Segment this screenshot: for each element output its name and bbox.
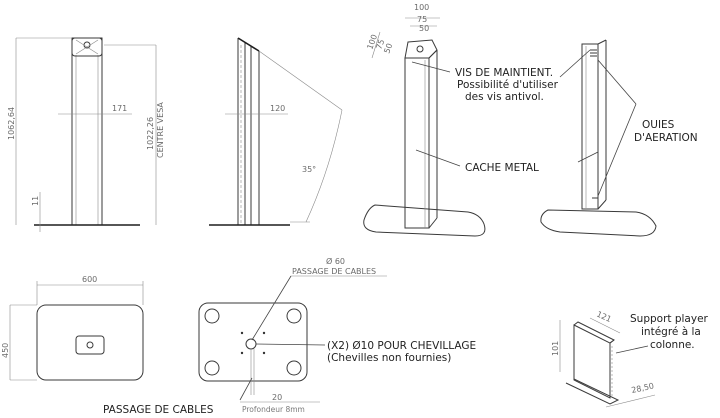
screw-label-3: des vis antivol. — [465, 91, 544, 103]
vesa-h-100: 100 — [414, 3, 429, 12]
vesa-center-label: CENTRE VESA — [156, 102, 165, 158]
base-top-view: 600 450 — [1, 275, 144, 381]
total-height-dim: 1062,64 — [7, 107, 16, 140]
screw-label-2: Possibilité d'utiliser — [457, 79, 559, 91]
base-depth-dim: 450 — [1, 343, 10, 358]
iso-back-view — [540, 39, 657, 237]
front-view: 1062,64 1022,26 CENTRE VESA 171 11 — [7, 37, 165, 232]
cover-label: CACHE METAL — [465, 162, 539, 174]
groove-depth-label: Profondeur 8mm — [242, 405, 305, 414]
vesa-height-dim: 1022,26 — [146, 117, 155, 150]
bracket-label-2: intégré à la — [641, 326, 701, 338]
base-width-dim: 600 — [82, 275, 97, 284]
column-depth-dim: 120 — [270, 104, 285, 113]
tilt-angle-dim: 35° — [302, 165, 316, 174]
iso-front-view: 100 75 50 100 75 50 — [363, 3, 486, 237]
bracket-height-dim: 101 — [551, 341, 560, 356]
anchor-label-1: (X2) Ø10 POUR CHEVILLAGE — [327, 340, 476, 352]
screw-label-1: VIS DE MAINTIENT. — [455, 67, 553, 79]
vent-label-2: D'AERATION — [634, 132, 698, 144]
vesa-v-75: 75 — [374, 38, 386, 51]
base-thickness-dim: 11 — [31, 196, 40, 206]
bracket-depth-dim: 28,50 — [631, 381, 655, 395]
groove-width-dim: 20 — [272, 393, 282, 402]
anchor-label-2: (Chevilles non fournies) — [327, 352, 451, 364]
column-width-dim: 171 — [112, 104, 127, 113]
side-view: 120 35° — [209, 37, 343, 226]
groove-label: PASSAGE DE CABLES — [103, 404, 214, 416]
vent-label-1: OUIES — [642, 119, 675, 131]
vesa-h-50: 50 — [419, 24, 429, 33]
vesa-v-50: 50 — [382, 42, 394, 55]
vesa-h-75: 75 — [417, 15, 427, 24]
cable-hole-dia: Ø 60 — [326, 256, 345, 266]
base-bottom-view — [198, 275, 387, 403]
cable-hole-label: PASSAGE DE CABLES — [292, 267, 376, 276]
bracket-label-1: Support player — [630, 313, 709, 325]
bracket-label-3: colonne. — [650, 339, 695, 351]
